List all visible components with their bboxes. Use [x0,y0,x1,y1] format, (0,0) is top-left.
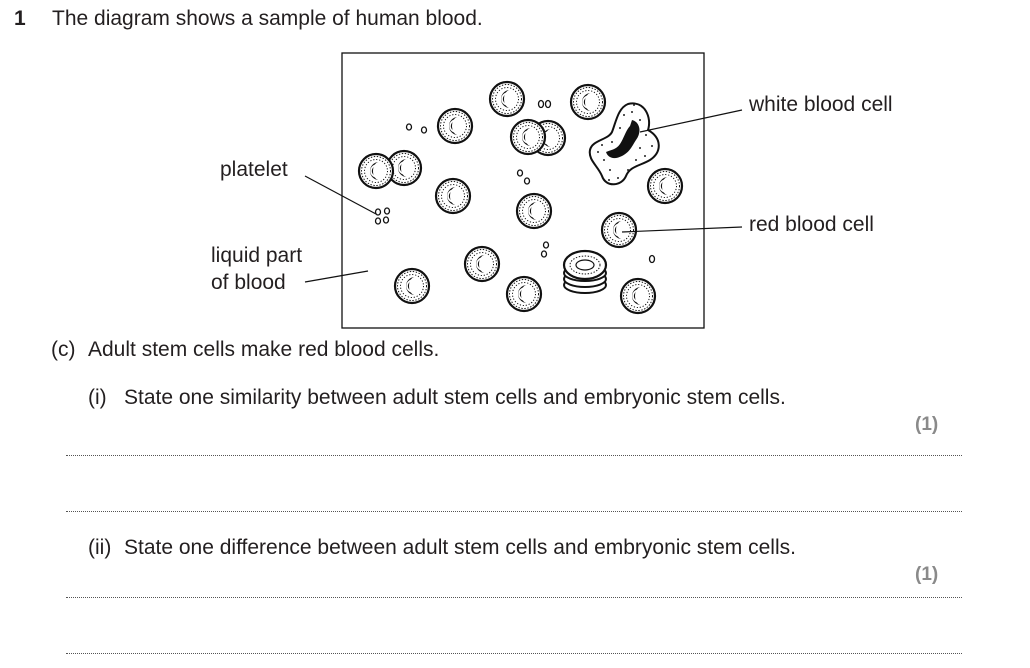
red-blood-cell [357,152,395,190]
sub-ii-label: (ii) [88,536,112,559]
red-blood-cell [569,83,607,121]
sub-i-label: (i) [88,386,107,409]
red-blood-cell [646,167,684,205]
part-c-label: (c) [51,338,76,361]
white-blood-cell-label: white blood cell [749,93,893,116]
red-blood-cell [436,107,474,145]
platelets [374,99,656,264]
red-blood-cell [488,80,526,118]
sub-ii-marks: (1) [915,564,939,585]
liquid-part-label-line1: liquid part [211,244,303,267]
label-leader-lines [304,109,743,283]
red-blood-cell [619,277,657,315]
platelet-label: platelet [220,158,288,181]
answer-line-i-1[interactable] [66,455,962,456]
red-blood-cell [434,177,472,215]
sub-i-marks: (1) [915,414,939,435]
red-blood-cell [505,275,543,313]
white-blood-cell [588,102,660,186]
red-blood-cell-label: red blood cell [749,213,874,236]
question-text: The diagram shows a sample of human bloo… [52,7,483,30]
sub-i-question: State one similarity between adult stem … [124,386,786,409]
liquid-part-label-line2: of blood [211,271,286,294]
answer-line-ii-2[interactable] [66,653,962,654]
sub-ii-question: State one difference between adult stem … [124,536,796,559]
red-blood-cell [509,118,547,156]
question-number: 1 [14,7,26,30]
red-blood-cell [393,267,431,305]
red-blood-cell [463,245,501,283]
answer-line-ii-1[interactable] [66,597,962,598]
part-c-text: Adult stem cells make red blood cells. [88,338,440,361]
answer-line-i-2[interactable] [66,511,962,512]
red-blood-cell [600,211,638,249]
stacked-red-blood-cells [562,249,608,294]
red-blood-cell [515,192,553,230]
